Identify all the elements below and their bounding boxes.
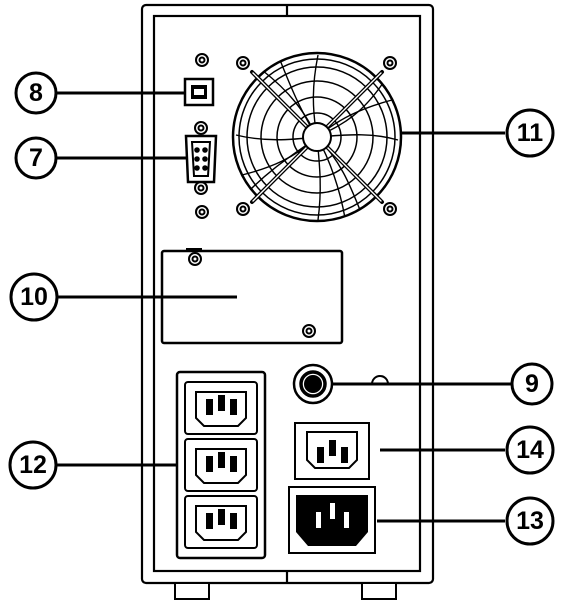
callout-9-label: 9 [525,370,539,398]
ups-enclosure [140,3,435,585]
callout-8-label: 8 [29,79,43,107]
enclosure-feet [174,582,397,600]
callout-12-label: 12 [19,451,47,479]
output-socket-1 [184,381,258,435]
callout-10: 10 [9,272,59,322]
screw-mid-left [195,205,209,219]
callout-11-label: 11 [517,119,544,147]
callout-10-label: 10 [20,283,48,311]
callout-7: 7 [14,136,58,180]
callout-7-label: 7 [29,144,43,172]
callout-12: 12 [8,440,58,490]
cooling-fan [231,51,403,223]
ac-inlet [288,486,376,554]
screw-top-left [195,53,209,67]
callout-8: 8 [14,71,58,115]
callout-13: 13 [505,496,555,546]
usb-port [183,77,215,107]
output-sockets [175,370,267,560]
callout-14-label: 14 [516,436,544,464]
serial-port [184,121,218,195]
output-socket-right [294,422,370,480]
callout-14: 14 [505,425,555,475]
callout-13-label: 13 [516,507,544,535]
leader-lines [55,91,513,523]
output-socket-3 [184,495,258,549]
output-socket-2 [184,438,258,492]
callout-9: 9 [510,362,554,406]
callout-11: 11 [505,108,555,158]
